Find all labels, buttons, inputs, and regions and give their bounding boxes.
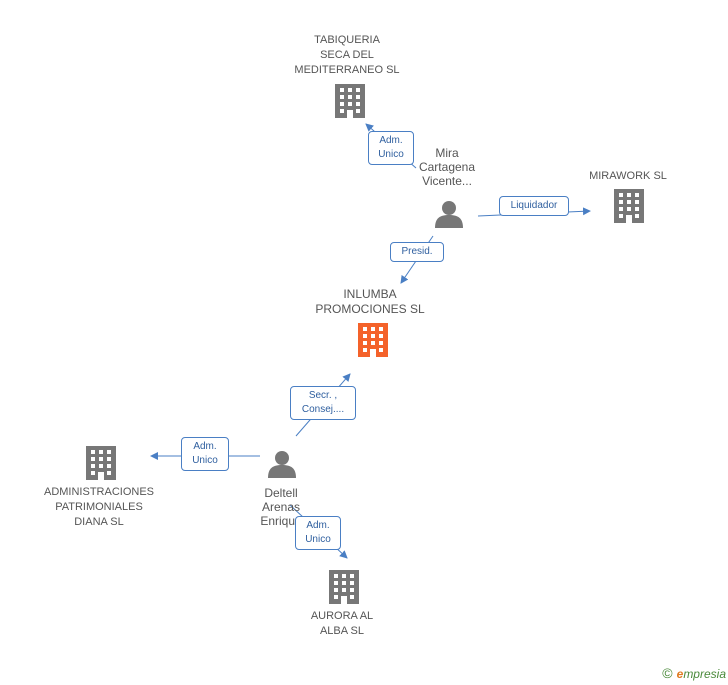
brand-name: mpresia xyxy=(683,667,726,681)
node-label-mira[interactable]: Mira Cartagena Vicente... xyxy=(418,146,476,188)
building-icon[interactable] xyxy=(614,189,644,223)
node-label-deltell[interactable]: Deltell Arenas Enrique xyxy=(260,486,302,528)
building-icon[interactable] xyxy=(86,446,116,480)
brand-footer[interactable]: ©empresia xyxy=(662,665,726,681)
copyright-symbol: © xyxy=(662,665,673,681)
node-label-tabiqueria[interactable]: TABIQUERIA SECA DEL MEDITERRANEO SL xyxy=(294,34,400,76)
brand-initial: e xyxy=(676,667,684,681)
node-label-aurora[interactable]: AURORA AL ALBA SL xyxy=(310,610,374,637)
building-icon[interactable] xyxy=(329,570,359,604)
node-label-mirawork[interactable]: MIRAWORK SL xyxy=(589,170,667,182)
building-icon[interactable] xyxy=(358,323,388,357)
person-icon[interactable] xyxy=(268,451,296,478)
role-badge-mira-tabiqueria[interactable]: Adm. Unico xyxy=(368,131,414,165)
node-label-inlumba[interactable]: INLUMBA PROMOCIONES SL xyxy=(315,287,425,316)
person-icon[interactable] xyxy=(435,201,463,228)
role-badge-mira-inlumba[interactable]: Presid. xyxy=(390,242,444,262)
node-label-administraciones[interactable]: ADMINISTRACIONES PATRIMONIALES DIANA SL xyxy=(43,486,154,528)
role-badge-deltell-aurora[interactable]: Adm. Unico xyxy=(295,516,341,550)
role-badge-deltell-inlumba[interactable]: Secr. , Consej.... xyxy=(290,386,356,420)
role-badge-mira-mirawork[interactable]: Liquidador xyxy=(499,196,569,216)
role-badge-deltell-administraciones[interactable]: Adm. Unico xyxy=(181,437,229,471)
building-icon[interactable] xyxy=(335,84,365,118)
